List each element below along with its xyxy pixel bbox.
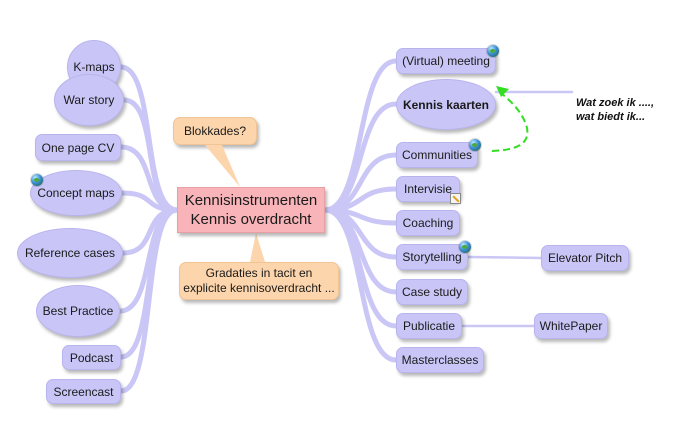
subtopic-elevator-pitch[interactable]: Elevator Pitch (541, 245, 629, 271)
globe-icon[interactable] (31, 174, 43, 186)
topic-best-practice[interactable]: Best Practice (36, 285, 120, 337)
topic-publicatie[interactable]: Publicatie (396, 313, 462, 339)
topic-kennis-kaarten[interactable]: Kennis kaarten (396, 79, 496, 130)
topic-label: (Virtual) meeting (402, 54, 490, 68)
subbranch-connector (466, 255, 543, 260)
globe-icon[interactable] (469, 139, 481, 151)
topic-podcast[interactable]: Podcast (62, 345, 121, 370)
topic-storytelling[interactable]: Storytelling (396, 244, 468, 270)
subtopic-whitepaper[interactable]: WhitePaper (534, 313, 608, 339)
topic-masterclasses[interactable]: Masterclasses (396, 347, 484, 373)
callout-blokkades[interactable]: Blokkades? (173, 117, 257, 145)
annotation-line-2: wat biedt ik... (576, 111, 646, 123)
callout-label: Blokkades? (183, 123, 247, 138)
note-icon[interactable] (450, 193, 461, 204)
central-topic[interactable]: Kennisinstrumenten Kennis overdracht (177, 187, 325, 233)
topic-label: Best Practice (42, 304, 114, 318)
topic-virtual-meeting[interactable]: (Virtual) meeting (396, 48, 496, 74)
topic-label: Masterclasses (401, 353, 479, 367)
topic-label: Publicatie (402, 319, 456, 333)
topic-label: Storytelling (402, 250, 462, 264)
topic-label: Reference cases (24, 246, 116, 260)
topic-label: Intervisie (403, 182, 453, 196)
topic-label: Coaching (402, 216, 454, 230)
topic-coaching[interactable]: Coaching (396, 210, 460, 236)
topic-label: K-maps (73, 60, 115, 74)
topic-label: WhitePaper (539, 319, 603, 333)
topic-one-page-cv[interactable]: One page CV (35, 134, 121, 161)
globe-icon[interactable] (487, 45, 499, 57)
relationship-arrow-line (491, 89, 529, 152)
annotation-wat-zoek-ik[interactable]: Wat zoek ik ...., wat biedt ik... (576, 96, 654, 124)
central-topic-line-2: Kennis overdracht (190, 211, 312, 228)
relationship-arrowhead (496, 86, 509, 97)
callout-line-1: Gradaties in tacit en (205, 266, 313, 280)
topic-label: Elevator Pitch (547, 251, 623, 265)
branch-connector-left (119, 190, 180, 213)
topic-label: One page CV (41, 140, 115, 155)
topic-reference-cases[interactable]: Reference cases (17, 228, 123, 278)
topic-screencast[interactable]: Screencast (46, 379, 121, 404)
callout-line-2: explicite kennisoverdracht ... (183, 281, 335, 295)
callout-gradaties[interactable]: Gradaties in tacit en explicite kennisov… (179, 262, 339, 300)
topic-label: Concept maps (37, 186, 115, 200)
topic-war-story[interactable]: War story (54, 74, 124, 126)
globe-icon[interactable] (459, 241, 471, 253)
topic-label: Podcast (69, 350, 114, 365)
topic-label: Case study (401, 285, 463, 299)
branch-connector-right (322, 207, 399, 363)
annotation-line-1: Wat zoek ik ...., (576, 97, 655, 109)
topic-case-study[interactable]: Case study (396, 279, 468, 305)
topic-label: War story (63, 93, 115, 107)
branch-connector-left (118, 207, 180, 394)
topic-label: Screencast (53, 384, 114, 399)
topic-label: Communities (401, 148, 473, 162)
topic-concept-maps[interactable]: Concept maps (30, 170, 122, 216)
central-topic-line-1: Kennisinstrumenten (184, 192, 318, 209)
topic-communities[interactable]: Communities (396, 142, 478, 168)
topic-label: Kennis kaarten (402, 97, 490, 112)
